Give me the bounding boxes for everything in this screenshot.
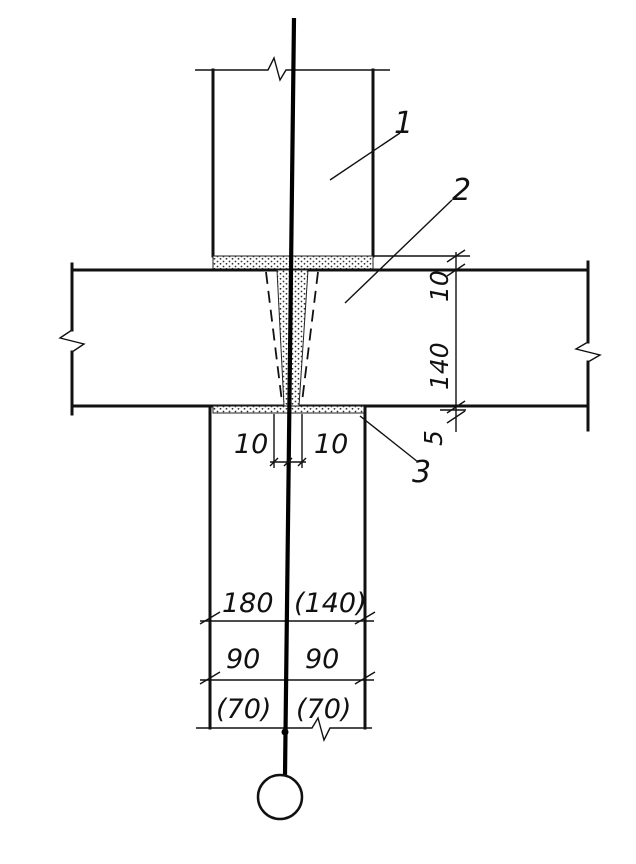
floor-slab (58, 260, 602, 432)
dim-slab-thickness: 140 (425, 342, 454, 390)
dim-wall-left-row1: 180 (222, 588, 274, 619)
vertical-dimension-chain (373, 249, 470, 432)
axis-marker-circle (256, 773, 304, 821)
leader-2 (344, 199, 453, 304)
central-axis (256, 17, 304, 821)
leader-1 (329, 132, 401, 181)
gap-dimension (269, 414, 307, 468)
dim-wall-right-row1: (140) (294, 588, 367, 619)
label-item-2: 2 (452, 173, 471, 208)
label-item-3: 3 (412, 455, 431, 490)
dim-gap-right: 10 (314, 429, 348, 460)
dim-bottom-layer: 5 (419, 430, 448, 446)
dim-top-layer: 10 (425, 270, 454, 302)
dim-wall-right-row3: (70) (296, 694, 351, 725)
dim-gap-left: 10 (234, 429, 268, 460)
upper-wall-panel (195, 56, 390, 258)
label-item-1: 1 (394, 106, 413, 141)
dim-wall-left-row2: 90 (226, 644, 260, 675)
channel-dash-right (301, 271, 319, 403)
channel-dash-left (265, 271, 283, 403)
leader-3 (359, 415, 419, 463)
dim-wall-right-row2: 90 (305, 644, 339, 675)
wall-thickness-dimensions (199, 611, 376, 685)
dim-wall-left-row3: (70) (216, 694, 271, 725)
